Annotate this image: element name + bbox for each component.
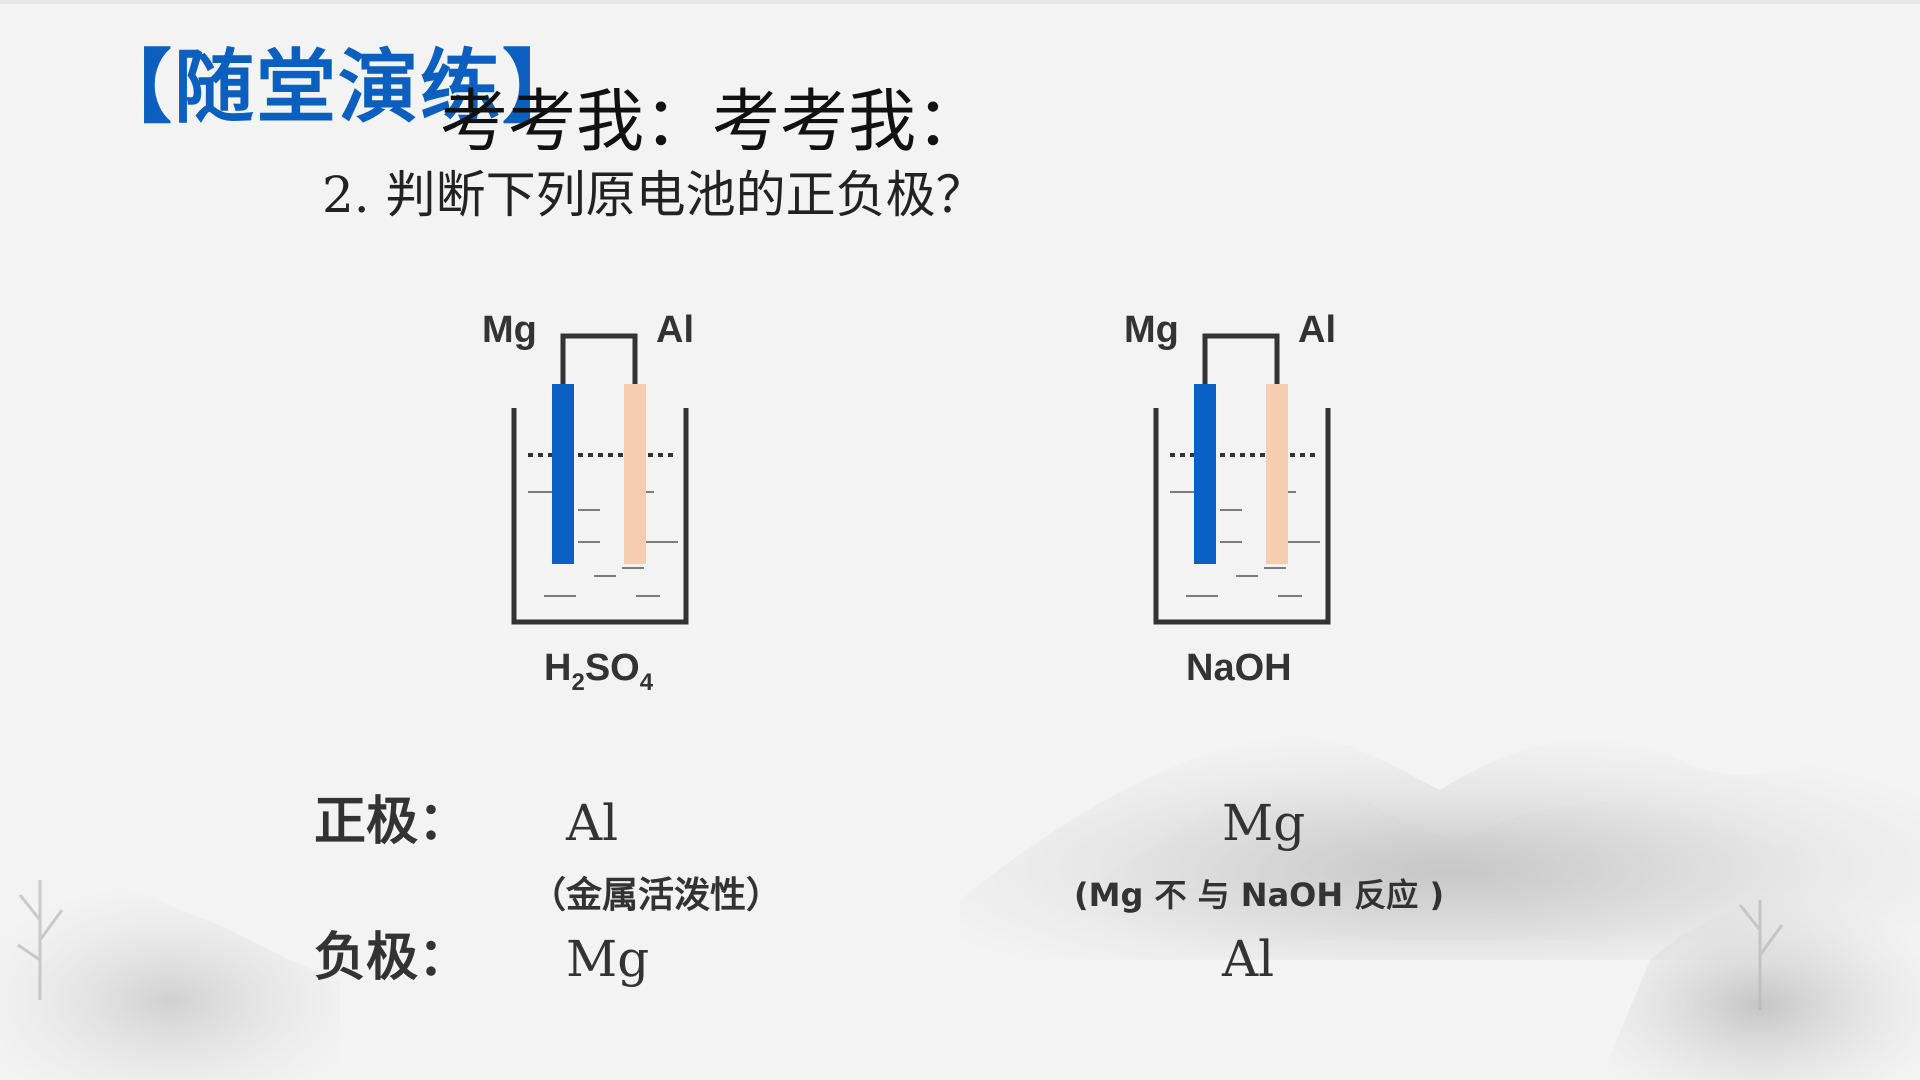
top-border [0,0,1920,4]
positive-label: 正极： [314,792,471,852]
electrolyte-label: H2SO4 [544,647,654,696]
negative-label: 负极： [314,928,471,988]
electrolyte-sub-2: 2 [571,669,584,696]
section-tag: 【随堂演练】 [92,41,584,134]
wire [1202,333,1280,384]
left-electrode-label: Mg [482,309,537,351]
mg-electrode [1194,384,1216,564]
liquid-marks [528,491,678,597]
beaker [511,408,689,625]
right-electrode-label: Al [656,309,694,351]
cell2-positive-answer: Mg [1222,794,1306,852]
galvanic-cell-h2so4: Mg Al H2SO4 [482,309,694,696]
cell1-negative-answer: Mg [566,930,650,988]
cell1-positive-answer: Al [566,794,619,852]
cell2-reason: (Mg 不 与 NaOH 反应 ) [1074,876,1445,914]
wire [560,333,638,384]
liquid-marks [1170,491,1320,597]
cell2-negative-answer: Al [1222,930,1275,988]
electrolyte-h: H [544,647,571,689]
al-electrode [624,384,646,564]
headline: 考考我：考考我： [440,83,985,162]
left-electrode-label: Mg [1124,309,1179,351]
electrolyte-so: SO [585,647,640,689]
right-electrode-label: Al [1298,309,1336,351]
electrolyte-sub-4: 4 [640,669,654,696]
beaker [1153,408,1331,625]
cell1-reason: （金属活泼性） [530,875,783,916]
galvanic-cell-naoh: Mg Al NaOH [1124,309,1336,689]
mg-electrode [552,384,574,564]
question-text: 2. 判断下列原电池的正负极？ [322,166,986,224]
al-electrode [1266,384,1288,564]
electrolyte-label: NaOH [1186,647,1292,689]
